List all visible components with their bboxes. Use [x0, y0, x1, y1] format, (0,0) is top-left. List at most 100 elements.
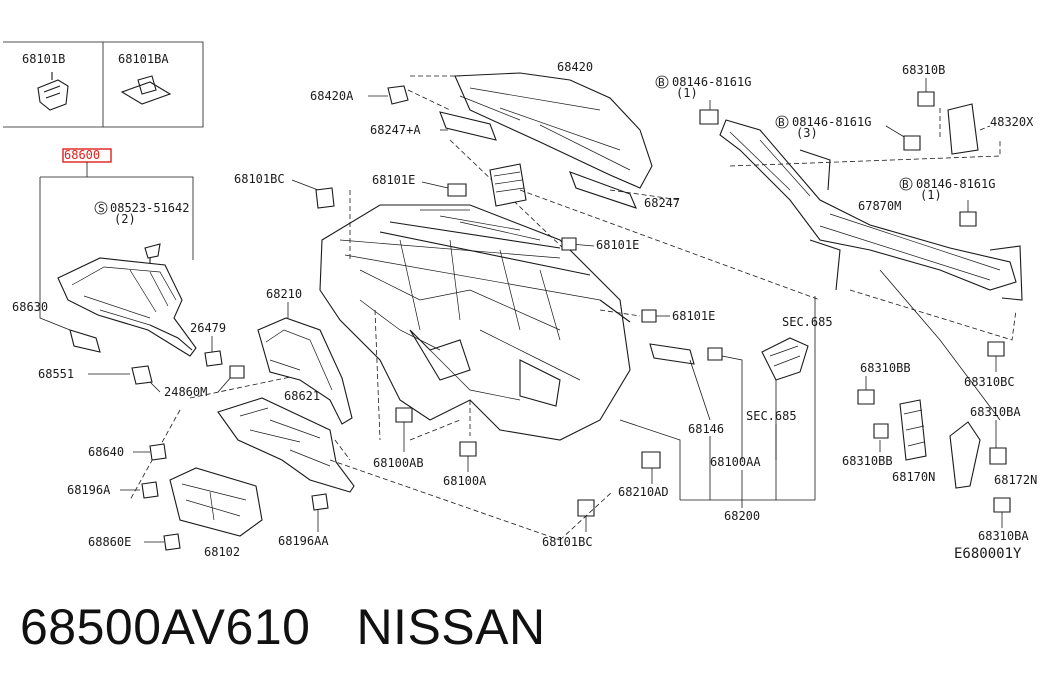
clip-68101B-icon: [37, 72, 69, 111]
clip-icon: [447, 183, 467, 197]
screw-icon: [459, 441, 477, 457]
label-68600: 68600: [64, 148, 100, 162]
bracket-48320X: [947, 103, 979, 155]
side-panel-68210: 68210: [257, 287, 353, 425]
vent-icon: [489, 163, 527, 207]
label-68146: 68146: [688, 422, 724, 436]
label-68172N: 68172N: [994, 473, 1037, 487]
svg-text:S: S: [98, 202, 105, 215]
inset-box: 68101B 68101BA: [3, 41, 204, 128]
bracket-68146: [649, 343, 695, 365]
brand-name: NISSAN: [356, 599, 546, 655]
label-sec685-b: SEC.685: [746, 409, 797, 423]
label-bolt-3-qty: (1): [920, 188, 942, 202]
label-68420A: 68420A: [310, 89, 354, 103]
label-68101E-b: 68101E: [596, 238, 639, 252]
clip-icon: [641, 309, 657, 323]
label-68630: 68630: [12, 300, 48, 314]
part-number: 68500AV610: [20, 599, 311, 655]
nut-icon: [917, 91, 935, 107]
bracket-68170N: [899, 399, 927, 461]
glove-box-lid: [57, 257, 197, 357]
bulb-icon: [204, 350, 223, 367]
nut-icon: [989, 447, 1007, 465]
label-68310BA-a: 68310BA: [970, 405, 1021, 419]
label-68196A: 68196A: [67, 483, 111, 497]
bracket-68172N: [949, 421, 981, 489]
clip-icon: [149, 443, 167, 461]
lower-cover-group: 68621 68640 68196A 68102 68860E 68196AA: [67, 374, 355, 559]
label-68101E-a: 68101E: [372, 173, 415, 187]
label-68210AD: 68210AD: [618, 485, 669, 499]
label-sec685-a: SEC.685: [782, 315, 833, 329]
label-68310BB-a: 68310BB: [860, 361, 911, 375]
panel-clips: 68101BC 68101E 68101E 68101E: [234, 163, 821, 323]
clip-icon: [561, 237, 577, 251]
clip-68101BA-icon: [120, 75, 172, 105]
nut-icon: [993, 497, 1011, 513]
label-bolt-1: 08146-8161G: [672, 75, 751, 89]
label-bolt-2: 08146-8161G: [792, 115, 871, 129]
screw-icon: [387, 85, 409, 105]
nut-icon: [857, 389, 875, 405]
instrument-panel: [319, 190, 631, 441]
meter-hood-68420: 68420 68420A 68247+A 68247: [310, 60, 680, 251]
label-68621: 68621: [284, 389, 320, 403]
label-67870M: 67870M: [858, 199, 901, 213]
damper-icon: [131, 365, 153, 385]
label-48320X: 48320X: [990, 115, 1034, 129]
svg-text:B: B: [902, 178, 909, 191]
screw-icon: [641, 451, 661, 469]
label-68196AA: 68196AA: [278, 534, 329, 548]
label-24860M: 24860M: [164, 385, 207, 399]
label-68310BC: 68310BC: [964, 375, 1015, 389]
label-68310BB-b: 68310BB: [842, 454, 893, 468]
screw-icon: [395, 407, 413, 423]
label-68102: 68102: [204, 545, 240, 559]
label-68420: 68420: [557, 60, 593, 74]
harness-connector: [229, 365, 245, 379]
steering-member-67870M: [719, 119, 1017, 291]
nut-icon: [873, 423, 889, 439]
steering-member-group: B 08146-8161G (1) B 08146-8161G (3) B 08…: [655, 63, 1037, 562]
bolt-icon: [707, 347, 723, 361]
label-68551: 68551: [38, 367, 74, 381]
label-68200: 68200: [724, 509, 760, 523]
label-bolt-3: 08146-8161G: [916, 177, 995, 191]
bolt-icon: [699, 109, 719, 125]
lower-cover-68621: [217, 397, 355, 493]
label-08523: 08523-51642: [110, 201, 189, 215]
label-68170N: 68170N: [892, 470, 935, 484]
label-68101E-c: 68101E: [672, 309, 715, 323]
clip-icon: [311, 493, 329, 511]
label-68101B: 68101B: [22, 52, 65, 66]
nut-icon: [987, 341, 1005, 357]
svg-text:B: B: [778, 116, 785, 129]
label-26479: 26479: [190, 321, 226, 335]
label-68247A: 68247+A: [370, 123, 421, 137]
label-68101BC-bottom: 68101BC: [542, 535, 593, 549]
fastener-icon: [163, 533, 181, 551]
label-68310B: 68310B: [902, 63, 945, 77]
label-68310BA-b: 68310BA: [978, 529, 1029, 543]
label-68640: 68640: [88, 445, 124, 459]
label-68101BA: 68101BA: [118, 52, 169, 66]
bolt-icon: [959, 211, 977, 227]
label-68101BC-top: 68101BC: [234, 172, 285, 186]
label-68100AB: 68100AB: [373, 456, 424, 470]
label-bolt-2-qty: (3): [796, 126, 818, 140]
center-lower-group: SEC.685 SEC.685 68146 68100AA 68200 6821…: [329, 296, 833, 549]
nut-icon: [315, 187, 335, 209]
footer: 68500AV610 NISSAN: [20, 598, 592, 656]
diagram-code: E680001Y: [954, 546, 1022, 562]
nut-icon: [577, 499, 595, 517]
clip-icon: [141, 481, 159, 499]
glove-box-group: 68600 S 08523-51642 (2) 68630 68551 2647…: [12, 148, 245, 399]
label-68100AA: 68100AA: [710, 455, 761, 469]
bracket-icon: [761, 337, 809, 381]
svg-text:B: B: [658, 76, 665, 89]
tray-68102: [169, 467, 263, 537]
label-68100A: 68100A: [443, 474, 487, 488]
label-68247: 68247: [644, 196, 680, 210]
